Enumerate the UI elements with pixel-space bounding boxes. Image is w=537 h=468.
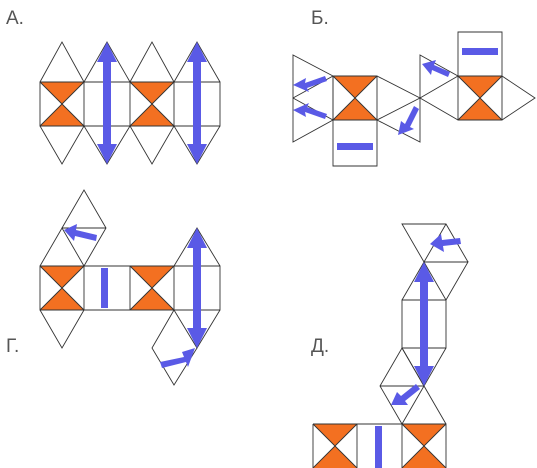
orange-triangle [130,266,174,288]
arrow-icon [160,348,195,368]
orange-triangle [402,424,446,446]
orange-triangle [402,446,446,468]
orange-triangle [40,266,84,288]
arrow-icon [391,384,420,405]
orange-triangle [130,104,174,126]
double-arrow-icon [187,42,207,164]
label-variant-a: А. [6,8,24,29]
orange-triangle [40,104,84,126]
orange-triangle [40,82,84,104]
label-variant-d: Д. [311,336,330,357]
label-variant-b: Б. [311,8,329,29]
arrow-icon [293,103,327,119]
bar-icon [462,48,498,55]
orange-triangle [313,446,357,468]
orange-triangle [333,98,377,120]
bar-icon [101,268,108,308]
arrow-icon [430,234,461,252]
double-arrow-icon [187,228,207,348]
double-arrow-icon [414,262,434,386]
net-d [312,223,469,468]
net-a [39,41,221,165]
arrow-icon [293,76,327,92]
orange-triangle [458,98,502,120]
orange-triangle [130,288,174,310]
net-b [292,31,536,167]
orange-triangle [40,288,84,310]
orange-triangle [130,82,174,104]
arrow-icon [422,60,450,77]
orange-triangle [333,76,377,98]
arrow-icon [398,106,419,135]
bar-icon [375,426,382,468]
double-arrow-icon [97,42,117,164]
orange-triangle [458,76,502,98]
bar-icon [337,143,373,150]
orange-triangle [313,424,357,446]
arrow-icon [64,224,97,241]
net-g [39,189,221,386]
label-variant-g: Г. [6,336,20,357]
